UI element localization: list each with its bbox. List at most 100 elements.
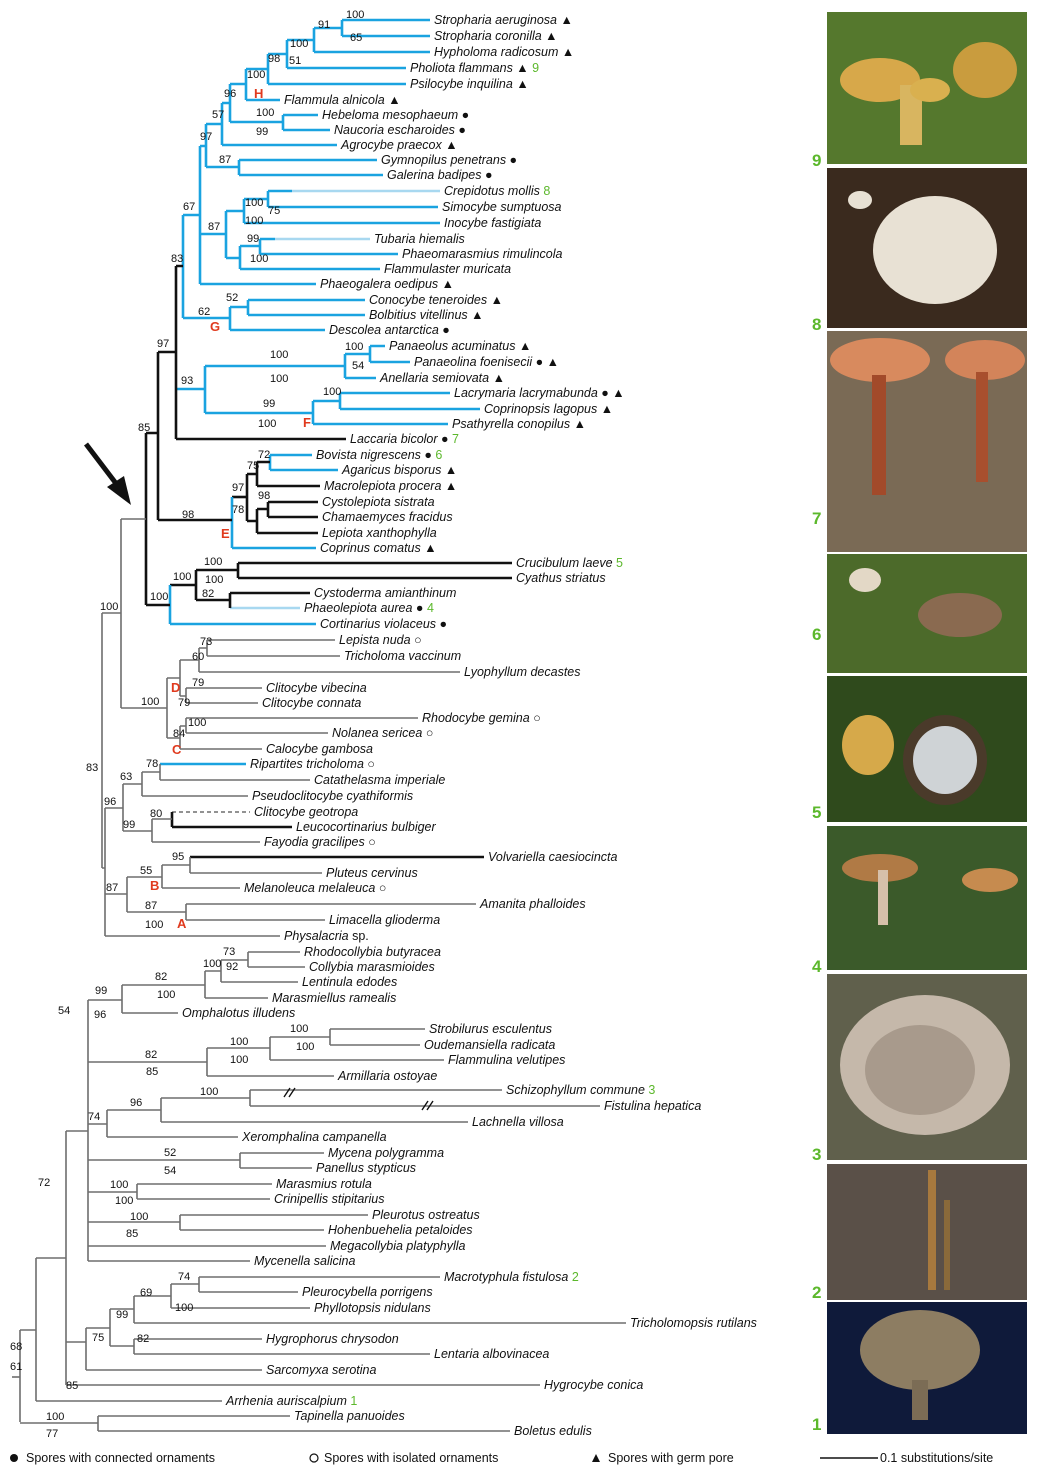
taxon-labels: Stropharia aeruginosa ▲Stropharia coroni… [182, 13, 757, 1438]
photo-6 [827, 554, 1027, 673]
spore-marker: ▲ [438, 277, 454, 291]
spore-marker: ○ [530, 711, 541, 725]
spore-marker: ▲ [513, 77, 529, 91]
taxon-label: Volvariella caesiocincta [488, 850, 618, 864]
taxon-label: Anellaria semiovata ▲ [379, 371, 505, 385]
spore-marker: ▲ [441, 479, 457, 493]
taxon-label: Panaeolus acuminatus ▲ [389, 339, 531, 353]
support-value: 69 [140, 1287, 152, 1299]
support-value: 100 [296, 1041, 314, 1053]
taxon-label: Boletus edulis [514, 1424, 592, 1438]
taxon-label: Leucocortinarius bulbiger [296, 820, 437, 834]
taxon-label: Crinipellis stipitarius [274, 1192, 384, 1206]
support-value: 52 [226, 292, 238, 304]
spore-marker: ▲ [487, 293, 503, 307]
support-value: 75 [92, 1332, 104, 1344]
support-value: 96 [224, 88, 236, 100]
taxon-label: Phaeomarasmius rimulincola [402, 247, 563, 261]
taxon-label: Calocybe gambosa [266, 742, 373, 756]
taxon-label: Inocybe fastigiata [444, 216, 541, 230]
photo-ref-number: 4 [423, 601, 433, 615]
clade-letter: D [171, 680, 180, 695]
taxon-label: Amanita phalloides [479, 897, 586, 911]
photo-1 [827, 1302, 1027, 1434]
taxon-label: Panellus stypticus [316, 1161, 416, 1175]
taxon-label: Rhodocollybia butyracea [304, 945, 441, 959]
support-value: 91 [318, 19, 330, 31]
node-arrow [86, 444, 131, 505]
spore-marker: ○ [364, 757, 375, 771]
taxon-label: Descolea antarctica ● [329, 323, 450, 337]
support-value: 100 [145, 919, 163, 931]
taxon-label: Simocybe sumptuosa [442, 200, 562, 214]
taxon-label: Pseudoclitocybe cyathiformis [252, 789, 413, 803]
taxon-label: Flammula alnicola ▲ [284, 93, 401, 107]
taxon-label: Hebeloma mesophaeum ● [322, 108, 469, 122]
taxon-label: Physalacria sp. [284, 929, 369, 943]
photo-ref-number: 7 [449, 432, 459, 446]
support-value: 63 [120, 771, 132, 783]
photo-4 [827, 826, 1027, 970]
taxon-label: Collybia marasmioides [309, 960, 435, 974]
photo-ref-number: 1 [347, 1394, 357, 1408]
spore-marker: ▲ [442, 138, 458, 152]
support-value: 75 [268, 205, 280, 217]
spore-marker: ● [439, 323, 450, 337]
support-value: 99 [263, 398, 275, 410]
taxon-label: Lentaria albovinacea [434, 1347, 549, 1361]
support-value: 60 [192, 651, 204, 663]
photo-ref-number: 3 [645, 1083, 655, 1097]
taxon-label: Galerina badipes ● [387, 168, 493, 182]
legend-scale: 0.1 substitutions/site [880, 1451, 993, 1465]
spore-marker: ● [458, 108, 469, 122]
support-value: 73 [223, 946, 235, 958]
support-value: 100 [258, 418, 276, 430]
support-value: 100 [173, 571, 191, 583]
support-value: 93 [181, 375, 193, 387]
taxon-label: Mycenella salicina [254, 1254, 355, 1268]
support-value: 100 [115, 1195, 133, 1207]
support-value: 100 [204, 556, 222, 568]
spore-marker: ● [421, 448, 432, 462]
support-value: 97 [232, 482, 244, 494]
legend: Spores with connected ornaments Spores w… [10, 1451, 993, 1465]
support-value: 72 [258, 449, 270, 461]
taxon-label: Lacrymaria lacrymabunda ● ▲ [454, 386, 625, 400]
support-value: 96 [130, 1097, 142, 1109]
photo-5 [827, 676, 1027, 822]
taxon-label: Macrotyphula fistulosa 2 [444, 1270, 579, 1284]
taxon-label: Lepista nuda ○ [339, 633, 422, 647]
spore-marker: ▲ [513, 61, 529, 75]
taxon-label: Conocybe teneroides ▲ [369, 293, 503, 307]
support-value: 55 [140, 865, 152, 877]
triangle-icon [592, 1454, 600, 1462]
support-value: 98 [182, 509, 194, 521]
filled-circle-icon [10, 1454, 18, 1462]
support-value: 99 [247, 233, 259, 245]
support-value: 85 [138, 422, 150, 434]
spore-marker: ● [436, 617, 447, 631]
support-value: 61 [10, 1361, 22, 1373]
photo-ref-number: 8 [540, 184, 550, 198]
support-value: 73 [200, 636, 212, 648]
taxon-label: Limacella glioderma [329, 913, 440, 927]
support-value: 79 [178, 697, 190, 709]
taxon-label: Xeromphalina campanella [241, 1130, 387, 1144]
support-value: 82 [155, 971, 167, 983]
support-value: 82 [145, 1049, 157, 1061]
taxon-label: Laccaria bicolor ● 7 [350, 432, 459, 446]
taxon-label: Rhodocybe gemina ○ [422, 711, 541, 725]
taxon-label: Flammulina velutipes [448, 1053, 565, 1067]
taxon-label: Strobilurus esculentus [429, 1022, 552, 1036]
support-value: 100 [200, 1086, 218, 1098]
spore-marker: ● [482, 168, 493, 182]
legend-connected: Spores with connected ornaments [26, 1451, 215, 1465]
support-value: 98 [268, 53, 280, 65]
support-value: 100 [175, 1302, 193, 1314]
taxon-label: Panaeolina foenisecii ● ▲ [414, 355, 559, 369]
support-value: 100 [230, 1054, 248, 1066]
support-value: 100 [346, 9, 364, 21]
taxon-label: Megacollybia platyphylla [330, 1239, 466, 1253]
taxon-label: Stropharia aeruginosa ▲ [434, 13, 573, 27]
support-value: 100 [250, 253, 268, 265]
